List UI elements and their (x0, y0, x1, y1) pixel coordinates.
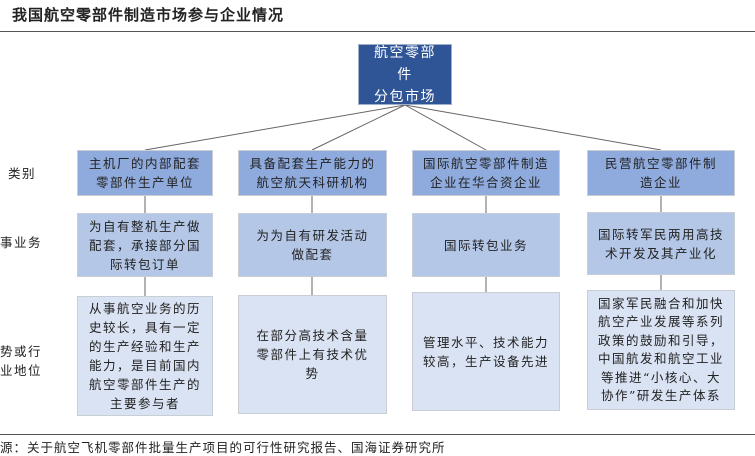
business-box: 国际转包业务 (412, 213, 560, 277)
connector (311, 104, 406, 151)
category-box: 具备配套生产能力的航空航天科研机构 (238, 150, 387, 196)
footer-divider (0, 434, 755, 435)
connector (404, 104, 662, 151)
position-box: 管理水平、技术能力较高，生产设备先进 (412, 292, 560, 411)
position-box: 从事航空业务的历史较长，具有一定的生产经验和生产能力，是目前国内航空零部件生产的… (77, 296, 213, 416)
figure-title: 我国航空零部件制造市场参与企业情况 (12, 6, 285, 24)
root-line2: 分包市场 (374, 88, 436, 105)
position-box: 在部分高技术含量零部件上有技术优势 (238, 295, 387, 414)
business-box: 为自有整机生产做配套，承接部分国际转包订单 (77, 213, 213, 277)
connector (404, 104, 487, 151)
business-box: 为为自有研发活动做配套 (238, 213, 387, 277)
category-box: 主机厂的内部配套零部件生产单位 (77, 150, 213, 196)
row-label-position-2: 业地位 (0, 363, 43, 378)
root-line1: 航空零部件 (374, 44, 436, 83)
source-note: 源：关于航空飞机零部件批量生产项目的可行性研究报告、国海证券研究所 (0, 440, 446, 455)
business-box: 国际转军民两用高技术开发及其产业化 (587, 212, 735, 275)
title-divider (0, 31, 755, 32)
row-label-category: 类别 (8, 166, 37, 181)
category-box: 国际航空零部件制造企业在华合资企业 (412, 150, 560, 196)
row-label-business: 事业务 (0, 235, 43, 250)
root-node: 航空零部件 分包市场 (358, 44, 452, 105)
position-box: 国家军民融合和加快航空产业发展等系列政策的鼓励和引导，中国航发和航空工业等推进“… (587, 290, 735, 410)
connector (144, 104, 406, 151)
category-box: 民营航空零部件制造企业 (587, 150, 735, 196)
row-label-position-1: 势或行 (0, 344, 43, 359)
